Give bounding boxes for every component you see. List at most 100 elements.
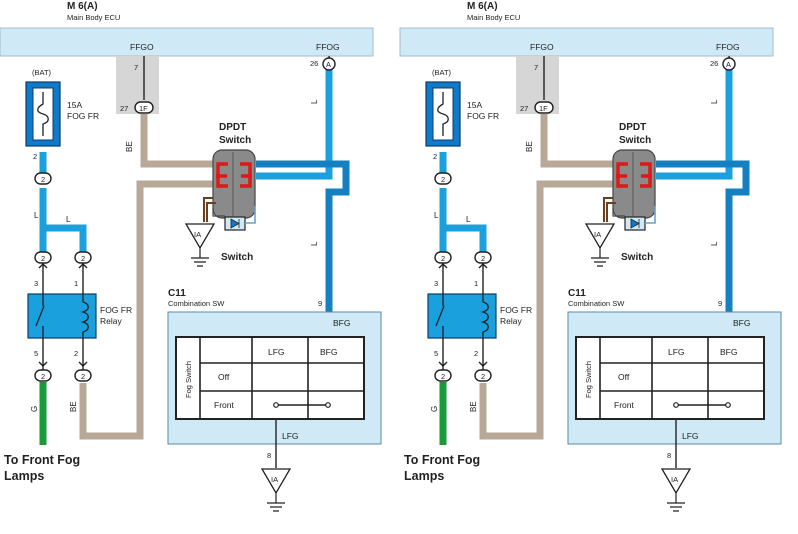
fog-lamps-line2: Lamps bbox=[4, 469, 44, 483]
table-header-lfg: LFG bbox=[668, 347, 685, 357]
connector-2-fuse bbox=[34, 172, 52, 185]
fuse-element-icon bbox=[37, 92, 49, 136]
connector-2-relay-right-bottom bbox=[474, 369, 492, 382]
c11-bfg-label: BFG bbox=[333, 318, 350, 328]
be-wire-to-dpdt bbox=[140, 114, 215, 168]
table-row-off: Off bbox=[618, 372, 630, 382]
c11-pin-9: 9 bbox=[718, 299, 722, 308]
fuse-pin-2: 2 bbox=[433, 152, 437, 161]
connector-2-relay-left-top-label: 2 bbox=[441, 254, 445, 263]
relay-bottom-leads bbox=[442, 338, 484, 370]
ia-label-dpdt: IA bbox=[594, 230, 601, 239]
relay-top-arrows-icon bbox=[38, 263, 88, 269]
fog-lamps-line1: To Front Fog bbox=[4, 453, 80, 467]
ia-ground-triangle-c11-icon bbox=[660, 468, 692, 495]
relay-pin-5: 5 bbox=[434, 349, 438, 358]
relay-pin-2: 2 bbox=[474, 349, 478, 358]
c11-bfg-label: BFG bbox=[733, 318, 750, 328]
front-lfg-contact bbox=[273, 402, 279, 408]
relay-pin-3: 3 bbox=[434, 279, 438, 288]
fuse-pin-2: 2 bbox=[33, 152, 37, 161]
wire-l-label-relay: L bbox=[466, 215, 471, 224]
connector-2-relay-left-bottom bbox=[434, 369, 452, 382]
l-wire-relay-coil bbox=[43, 224, 87, 258]
wire-be-label-1: BE bbox=[525, 141, 534, 152]
table-grid bbox=[199, 337, 364, 419]
bat-label: (BAT) bbox=[432, 68, 452, 77]
c11-name: Combination SW bbox=[168, 299, 225, 308]
dpdt-lead bbox=[212, 208, 225, 217]
table-side-label: Fog Switch bbox=[184, 361, 193, 398]
connector-2-fuse-label: 2 bbox=[441, 175, 445, 184]
main-body-ecu-band bbox=[399, 27, 774, 57]
relay-contact-icon bbox=[435, 294, 445, 338]
connector-a-label: A bbox=[326, 60, 331, 69]
ground-icon-c11 bbox=[267, 493, 285, 512]
connector-2-fuse-label: 2 bbox=[41, 175, 45, 184]
dpdt-brown-leads bbox=[603, 197, 616, 222]
c11-code: C11 bbox=[568, 288, 586, 299]
fuse-amp: 15A bbox=[67, 100, 82, 110]
connector-a-label: A bbox=[726, 60, 731, 69]
relay-top-arrows-icon bbox=[438, 263, 488, 269]
wiring-panel-right: M 6(A) Main Body ECU FFGO 7 FFOG 26 bbox=[399, 1, 782, 512]
relay-contact-icon bbox=[35, 294, 45, 338]
ground-icon-dpdt bbox=[191, 248, 209, 267]
switch-return-lead bbox=[245, 206, 256, 224]
front-bfg-contact bbox=[325, 402, 331, 408]
ia-label-c11: IA bbox=[671, 475, 678, 484]
connector-2-relay-left-bottom-label: 2 bbox=[441, 372, 445, 381]
wire-be-label-1: BE bbox=[125, 141, 134, 152]
relay-top-leads bbox=[442, 263, 484, 294]
wire-l-label-fuse: L bbox=[34, 211, 39, 220]
ecu-code: M 6(A) bbox=[67, 1, 98, 12]
dpdt-line2: Switch bbox=[619, 135, 651, 146]
ffog-pin: 26 bbox=[710, 59, 718, 68]
connector-2-relay-right-top-label: 2 bbox=[481, 254, 485, 263]
wire-g-label: G bbox=[430, 406, 439, 412]
c11-lfg-label: LFG bbox=[682, 431, 699, 441]
fuse-element-icon bbox=[437, 92, 449, 136]
connector-2-relay-right-bottom-label: 2 bbox=[81, 372, 85, 381]
relay-name-line2: Relay bbox=[100, 316, 122, 326]
wire-be-label-2: BE bbox=[469, 401, 478, 412]
ecu-code: M 6(A) bbox=[467, 1, 498, 12]
wire-l-label-c11: L bbox=[310, 241, 319, 246]
wire-g-label: G bbox=[30, 406, 39, 412]
fuse-amp: 15A bbox=[467, 100, 482, 110]
relay-coil-icon bbox=[80, 294, 89, 338]
table-grid bbox=[599, 337, 764, 419]
ground-icon-dpdt bbox=[591, 248, 609, 267]
wire-l-label-c11: L bbox=[710, 241, 719, 246]
fuse-name: FOG FR bbox=[467, 111, 499, 121]
c11-pin-9: 9 bbox=[318, 299, 322, 308]
wire-l-label-ffog: L bbox=[710, 99, 719, 104]
relay-pin-5: 5 bbox=[34, 349, 38, 358]
connector-1f bbox=[534, 101, 554, 114]
fog-switch-table bbox=[175, 336, 365, 420]
l-wire-to-c11 bbox=[256, 160, 350, 312]
dpdt-line1: DPDT bbox=[619, 122, 646, 133]
relay-name-line1: FOG FR bbox=[100, 305, 132, 315]
relay-name-line2: Relay bbox=[500, 316, 522, 326]
fog-switch-table bbox=[575, 336, 765, 420]
relay-pin-1: 1 bbox=[74, 279, 78, 288]
connector-2-fuse bbox=[434, 172, 452, 185]
ecu-name: Main Body ECU bbox=[67, 13, 120, 22]
wiring-panel-left: M 6(A) Main Body ECU FFGO 7 FFOG 26 bbox=[0, 1, 382, 512]
connector-1f bbox=[134, 101, 154, 114]
c11-pin-8: 8 bbox=[667, 451, 671, 460]
dpdt-line1: DPDT bbox=[219, 122, 246, 133]
connector-2-relay-left-bottom-label: 2 bbox=[41, 372, 45, 381]
relay-name-line1: FOG FR bbox=[500, 305, 532, 315]
ffgo-label: FFGO bbox=[130, 42, 154, 52]
connector-2-relay-right-bottom-label: 2 bbox=[481, 372, 485, 381]
wire-l-label-fuse: L bbox=[434, 211, 439, 220]
bat-label: (BAT) bbox=[32, 68, 52, 77]
connector-1f-label: 1F bbox=[539, 104, 548, 113]
connector-a bbox=[722, 57, 736, 71]
table-row-off: Off bbox=[218, 372, 230, 382]
diode-icon bbox=[230, 218, 240, 229]
